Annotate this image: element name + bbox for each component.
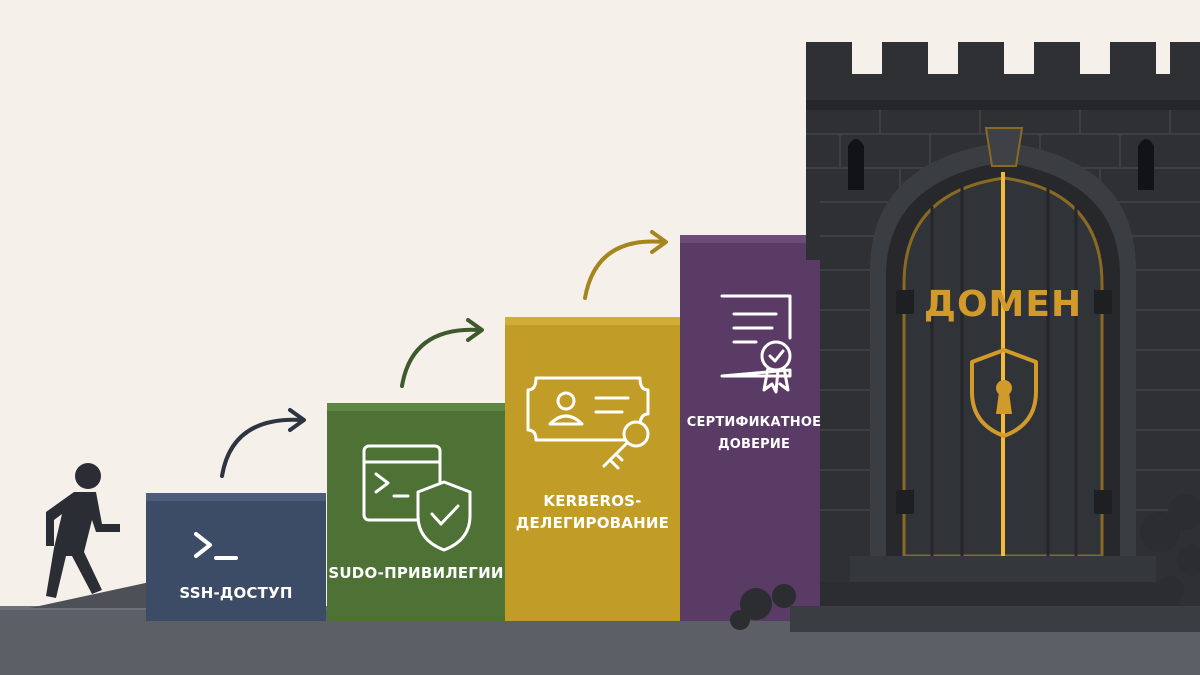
arrow-step-1: [220, 408, 306, 478]
keyhole-shield-icon: [970, 348, 1038, 438]
step-block-kerberos: [505, 317, 680, 621]
arrow-step-3: [583, 230, 668, 300]
goal-label-domain: ДОМЕН: [923, 284, 1083, 325]
id-card-key-icon: [526, 376, 650, 470]
terminal-shield-icon: [362, 444, 472, 552]
step-label-ssh: SSH-ДОСТУП: [179, 584, 293, 602]
step-label-sudo: SUDO-ПРИВИЛЕГИИ: [328, 564, 504, 582]
ramp: [30, 582, 150, 608]
step-label-kerberos: KERBEROS- ДЕЛЕГИРОВАНИЕ: [515, 492, 670, 532]
step-block-certificate: [680, 235, 828, 621]
certificate-icon: [720, 294, 792, 394]
walking-person-icon: [46, 463, 120, 598]
step-label-certificate: СЕРТИФИКАТНОЕ ДОВЕРИЕ: [686, 415, 822, 452]
terminal-icon: [194, 532, 238, 560]
arrow-step-2: [400, 318, 484, 388]
step-block-sudo: [327, 403, 505, 621]
